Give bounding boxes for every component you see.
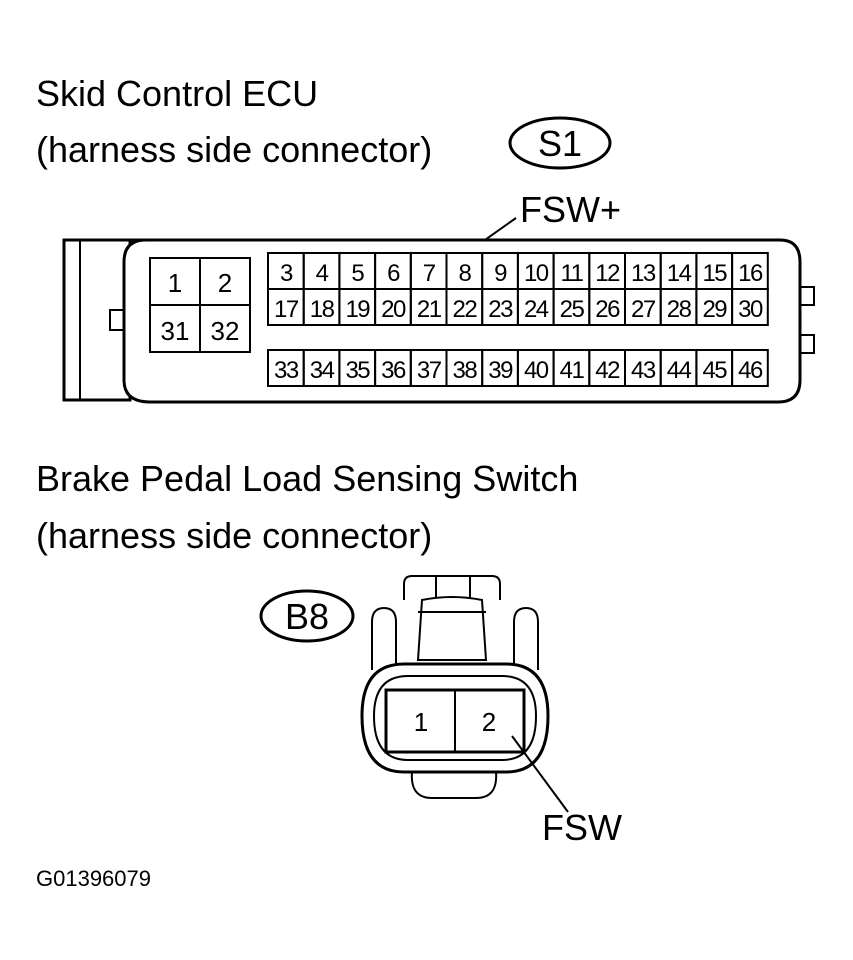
ecu-pin: 14 <box>667 260 692 287</box>
ecu-pin: 7 <box>423 260 436 287</box>
ecu-pin: 23 <box>488 296 513 323</box>
ecu-pin: 31 <box>161 316 190 346</box>
ecu-pin: 20 <box>381 296 406 323</box>
switch-pin: 2 <box>482 707 496 737</box>
ecu-pin: 17 <box>274 296 299 323</box>
ecu-pin: 35 <box>345 357 370 384</box>
ecu-pin: 9 <box>494 260 507 287</box>
ecu-pin: 16 <box>738 260 763 287</box>
ecu-pin: 39 <box>488 357 513 384</box>
ecu-pin: 32 <box>211 316 240 346</box>
ecu-pin: 36 <box>381 357 406 384</box>
ecu-pin: 33 <box>274 357 299 384</box>
ecu-pin: 27 <box>631 296 656 323</box>
ecu-pin: 3 <box>280 260 293 287</box>
figure-code: G01396079 <box>36 866 151 891</box>
ecu-pin: 22 <box>453 296 478 323</box>
switch-connector-id-badge <box>259 589 355 643</box>
ecu-pin: 41 <box>560 357 585 384</box>
ecu-pin: 5 <box>351 260 364 287</box>
ecu-pin: 34 <box>310 357 335 384</box>
ecu-pin: 1 <box>168 268 182 298</box>
ecu-pin: 45 <box>702 357 727 384</box>
ecu-pin: 18 <box>310 296 335 323</box>
ecu-signal-label: FSW+ <box>520 189 621 230</box>
ecu-pin: 24 <box>524 296 549 323</box>
ecu-pin: 28 <box>667 296 692 323</box>
ecu-pin-row-middle: 17 18 19 20 21 22 23 24 25 26 27 28 29 30 <box>267 288 769 326</box>
ecu-subtitle: (harness side connector) <box>36 129 432 170</box>
switch-title: Brake Pedal Load Sensing Switch <box>36 458 578 499</box>
switch-signal-leader <box>511 735 569 813</box>
ecu-pin: 26 <box>595 296 620 323</box>
ecu-pin: 12 <box>595 260 620 287</box>
ecu-title: Skid Control ECU <box>36 73 318 114</box>
ecu-pin: 2 <box>218 268 232 298</box>
switch-pin: 1 <box>414 707 428 737</box>
switch-subtitle: (harness side connector) <box>36 515 432 556</box>
ecu-pin: 15 <box>702 260 727 287</box>
switch-connector: 1 2 <box>360 575 550 799</box>
switch-connector-id: B8 <box>285 596 329 637</box>
ecu-pin: 37 <box>417 357 442 384</box>
ecu-pin: 25 <box>560 296 585 323</box>
ecu-pin: 38 <box>453 357 478 384</box>
ecu-left-pin-block: 1 2 31 32 <box>149 257 251 353</box>
ecu-pin: 21 <box>417 296 442 323</box>
ecu-connector-id-badge <box>508 116 612 170</box>
ecu-pin: 6 <box>387 260 400 287</box>
ecu-pin: 40 <box>524 357 549 384</box>
switch-signal-label: FSW <box>542 807 622 848</box>
ecu-pin-row-bottom: 33 34 35 36 37 38 39 40 41 42 43 44 45 46 <box>267 349 769 387</box>
ecu-pin-cell <box>731 288 769 326</box>
ecu-pin: 42 <box>595 357 620 384</box>
ecu-pin: 13 <box>631 260 656 287</box>
ecu-pin-cell <box>731 349 769 387</box>
ecu-pin: 30 <box>738 296 763 323</box>
ecu-pin: 46 <box>738 357 763 384</box>
ecu-pin: 29 <box>702 296 727 323</box>
ecu-pin: 8 <box>458 260 471 287</box>
ecu-connector-id: S1 <box>538 123 582 164</box>
ecu-pin: 10 <box>524 260 549 287</box>
ecu-connector <box>62 238 815 404</box>
ecu-pin: 44 <box>667 357 692 384</box>
ecu-pin: 43 <box>631 357 656 384</box>
ecu-pin: 19 <box>345 296 370 323</box>
ecu-pin: 4 <box>316 260 329 287</box>
ecu-pin: 11 <box>561 260 584 287</box>
